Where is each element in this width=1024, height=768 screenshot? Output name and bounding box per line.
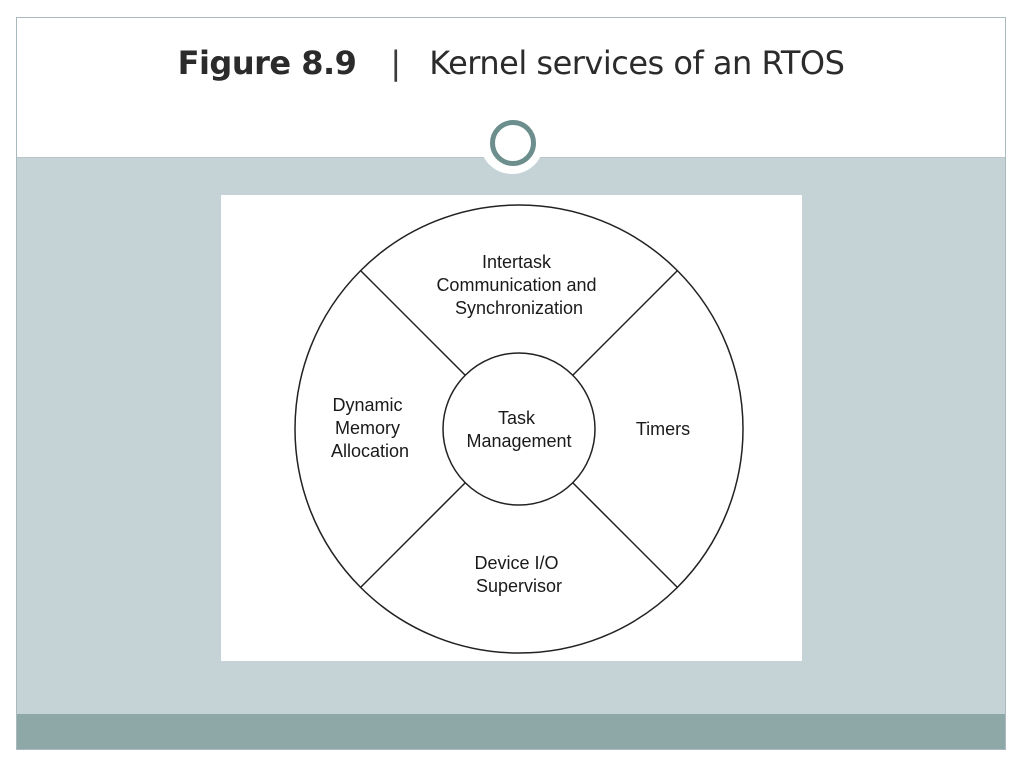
segment-label-left: Dynamic Memory Allocation [331,395,409,461]
segment-label-line: Intertask [482,252,552,272]
divider-top-left [360,270,466,376]
figure-number: Figure 8.9 [177,44,357,82]
ring-icon [490,120,536,166]
segment-label-line: Synchronization [455,298,583,318]
footer-band [17,714,1005,749]
segment-label-top: Intertask Communication and Synchronizat… [436,252,601,318]
divider-bottom-right [572,482,678,588]
segment-label-right: Timers [636,419,690,439]
title-separator: | [390,44,402,82]
segment-label-line: Memory [335,418,400,438]
kernel-services-diagram: Task Management Intertask Communication … [294,204,744,654]
inner-circle [442,352,596,506]
segment-label-line: Timers [636,419,690,439]
figure-panel: Task Management Intertask Communication … [221,195,802,661]
slide: Figure 8.9 | Kernel services of an RTOS Ta… [16,17,1006,750]
segment-label-line: Dynamic [332,395,402,415]
segment-label-line: Device I/O [474,553,558,573]
divider-bottom-left [360,482,466,588]
segment-label-line: Communication and [436,275,596,295]
figure-caption: Kernel services of an RTOS [429,44,845,82]
segment-label-bottom: Device I/O Supervisor [474,553,563,596]
segment-label-line: Allocation [331,441,409,461]
center-label: Task Management [466,408,571,451]
divider-top-right [572,270,678,376]
center-label-line: Management [466,431,571,451]
figure-title: Figure 8.9 | Kernel services of an RTOS [17,44,1005,82]
segment-label-line: Supervisor [476,576,562,596]
title-ornament-icon [480,110,544,174]
center-label-line: Task [498,408,536,428]
